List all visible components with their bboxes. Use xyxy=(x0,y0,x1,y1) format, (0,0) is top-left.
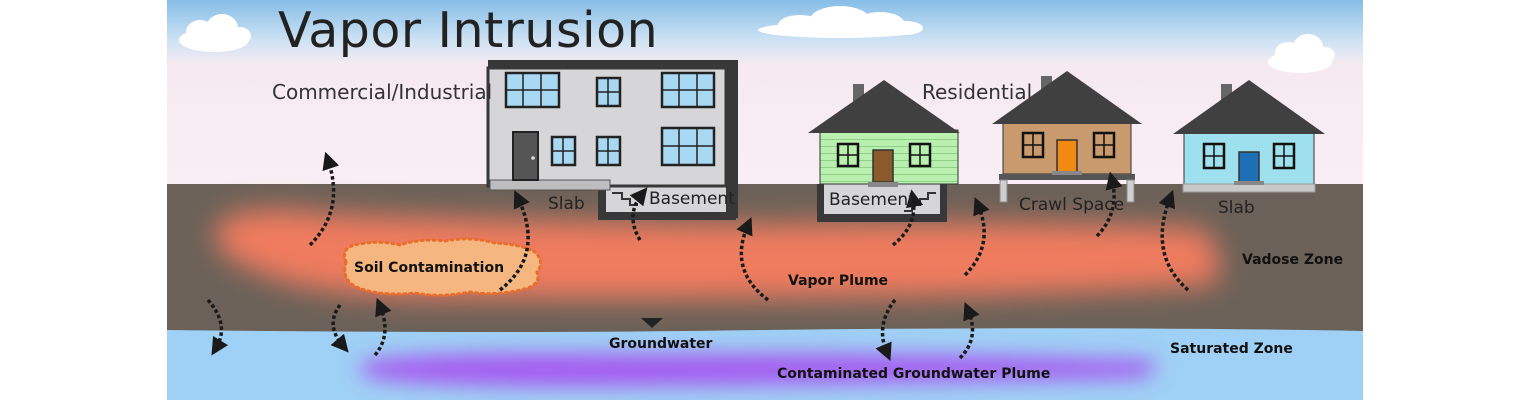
vapor-migration-arrows xyxy=(206,151,1190,362)
blue-house xyxy=(1173,80,1325,193)
tan-house xyxy=(992,71,1142,203)
commercial-slab xyxy=(489,179,611,191)
arrow-up-slab xyxy=(498,190,530,292)
arrow-up-groundwater-center xyxy=(958,301,980,360)
groundwater-plume xyxy=(359,353,1156,387)
slab-commercial-label: Slab xyxy=(548,194,585,214)
arrow-up-commercial-basement xyxy=(629,187,648,241)
cloud-center xyxy=(758,6,923,38)
arrow-up-crawl-space xyxy=(1095,171,1123,238)
commercial-industrial-label: Commercial/Industrial xyxy=(272,80,493,104)
vapor-plume-label: Vapor Plume xyxy=(788,273,889,289)
commercial-building xyxy=(486,60,738,220)
arrow-up-residential-basement xyxy=(891,189,924,247)
diagram-title: Vapor Intrusion xyxy=(278,2,659,59)
green-house-roof xyxy=(808,80,960,133)
arrow-up-open-residential xyxy=(963,196,990,277)
arrow-up-vapor-plume xyxy=(736,217,770,302)
basement-commercial-label: Basement xyxy=(649,189,735,209)
groundwater-label: Groundwater xyxy=(609,336,713,352)
tan-house-roof xyxy=(992,71,1142,124)
contaminated-groundwater-plume-label: Contaminated Groundwater Plume xyxy=(777,366,1051,382)
saturated-zone-label: Saturated Zone xyxy=(1170,341,1293,357)
vadose-zone-label: Vadose Zone xyxy=(1242,252,1344,268)
blue-house-roof xyxy=(1173,80,1325,134)
tan-house-door xyxy=(1056,139,1078,173)
green-house-door xyxy=(872,149,894,183)
residential-label: Residential xyxy=(922,80,1033,104)
cloud-right xyxy=(1268,34,1335,73)
arrow-up-commercial-open xyxy=(308,151,340,247)
commercial-door xyxy=(512,131,539,181)
soil-contamination-area xyxy=(343,237,542,297)
crawl-space-label: Crawl Space xyxy=(1019,195,1125,215)
cloud-left xyxy=(179,14,251,52)
residential-slab xyxy=(1182,183,1316,193)
blue-house-door xyxy=(1238,151,1260,183)
arrow-up-slab-residential xyxy=(1158,189,1190,292)
slab-residential-label: Slab xyxy=(1218,198,1255,218)
water-table-marker-icon xyxy=(641,318,663,328)
arrow-down-left xyxy=(206,298,229,356)
arrow-up-groundwater-left xyxy=(373,297,392,357)
basement-residential-label: Basement xyxy=(829,190,915,210)
soil-contamination-label: Soil Contamination xyxy=(354,260,505,276)
